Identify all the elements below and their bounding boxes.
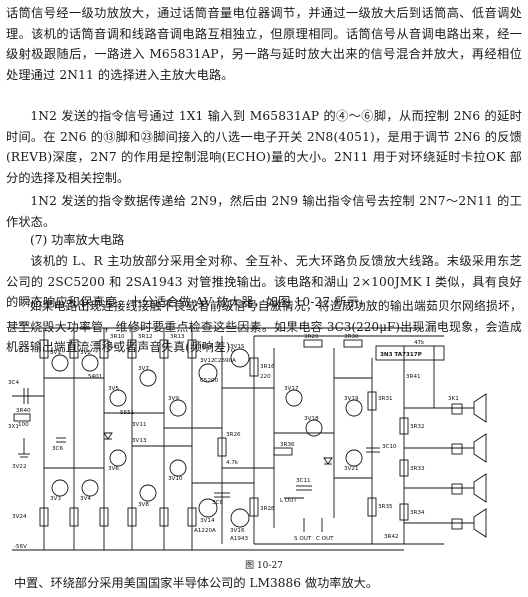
label-3r40: 3R40 <box>16 408 31 414</box>
label-3r30: 3R30 <box>344 334 359 340</box>
label-3r35: 3R35 <box>378 504 393 510</box>
label-3v15: 3V15 <box>230 344 245 350</box>
label-3v3: 3V3 <box>50 496 61 502</box>
label-4k7: 4.7k <box>226 460 239 466</box>
paragraph-1n2-data: 1N2 发送的指令数据传递给 2N9，然后由 2N9 输出指令信号去控制 2N7… <box>6 194 522 229</box>
label-3v16: 3V16 <box>230 528 245 534</box>
label-supply-negative: -56V <box>14 544 27 550</box>
label-relay: 3K1 <box>448 396 459 402</box>
label-3r29: 3R29 <box>304 334 319 340</box>
label-5551: 5551 <box>120 410 135 416</box>
label-3v4: 3V4 <box>80 496 91 502</box>
figure-caption: 图 10-27 <box>245 561 283 571</box>
closing-paragraph: 中置、环绕部分采用美国国家半导体公司的 LM3886 做功率放大。 <box>14 576 379 590</box>
label-3r32: 3R32 <box>410 424 425 430</box>
label-3r13: 3R13 <box>170 334 185 340</box>
paragraph-repair-notes: 如果电路出现连接线接触不良或者前级信号自激情况，将造成功放的输出端茹贝尔网络损坏… <box>6 299 522 355</box>
label-3v7: 3V7 <box>138 366 149 372</box>
label-3r12: 3R12 <box>138 334 153 340</box>
label-220: 220 <box>260 374 271 380</box>
label-c-out: C OUT <box>316 536 334 542</box>
paragraph-1n2-command: 1N2 发送的指令信号通过 1X1 输入到 M65831AP 的④～⑥脚，从而控… <box>6 109 522 185</box>
label-3r33: 3R33 <box>410 466 425 472</box>
label-100: 100 <box>18 422 29 428</box>
label-3r34: 3R34 <box>410 510 425 516</box>
label-s-out: S OUT <box>294 536 312 542</box>
label-3r42: 3R42 <box>384 534 399 540</box>
paragraph-mic-signal: 话筒信号经一级功放放大，通过话筒音量电位器调节，并通过一级放大后到话筒高、低音调… <box>6 6 522 82</box>
label-3v21: 3V21 <box>344 466 359 472</box>
label-3r14: 3R14 <box>198 344 213 350</box>
label-3v24: 3V24 <box>12 514 27 520</box>
label-3r16: 3R16 <box>260 364 275 370</box>
label-3c4: 3C4 <box>8 380 19 386</box>
label-ic: 3N3 TA7317P <box>380 352 422 358</box>
label-47k: 47k <box>414 340 425 346</box>
section-heading: (7) 功率放大电路 <box>30 233 125 247</box>
label-3v17: 3V17 <box>284 386 299 392</box>
label-3r31: 3R31 <box>378 396 393 402</box>
label-3v9: 3V9 <box>168 396 179 402</box>
label-3r26: 3R26 <box>226 432 241 438</box>
label-1k: 1k <box>110 344 118 350</box>
label-3v22: 3V22 <box>12 464 27 470</box>
label-5401: 5401 <box>88 374 103 380</box>
label-supply-positive: +56V <box>14 322 30 328</box>
label-c5200: C5200 <box>200 378 219 384</box>
label-3c8: 3C8 <box>212 500 223 506</box>
label-3v8: 3V8 <box>138 502 149 508</box>
circuit-diagram-figure: +56V -56V 3N3 TA7317P 3R10 3R12 3R13 3R1… <box>4 318 524 556</box>
label-3v2: 3V2 <box>80 350 91 356</box>
label-3v6: 3V6 <box>108 466 119 472</box>
label-3v1: 3V1 <box>50 350 61 356</box>
label-3r36: 3R36 <box>280 442 295 448</box>
label-3v5: 3V5 <box>108 386 119 392</box>
label-3c11: 3C11 <box>296 478 311 484</box>
label-3v12: 3V12 <box>200 358 215 364</box>
label-3v10: 3V10 <box>168 476 183 482</box>
label-3r10: 3R10 <box>110 334 125 340</box>
label-3v13: 3V13 <box>132 438 147 444</box>
label-3r41: 3R41 <box>406 374 421 380</box>
ic-box <box>375 345 445 361</box>
label-3v18: 3V18 <box>304 416 319 422</box>
label-a1943: A1943 <box>230 536 249 542</box>
label-3x1: 3X1 <box>8 424 19 430</box>
label-3c6: 3C6 <box>52 446 63 452</box>
label-3v11: 3V11 <box>132 422 147 428</box>
label-3v14: 3V14 <box>200 518 215 524</box>
label-l-out: L OUT <box>280 498 297 504</box>
label-a1220a: A1220A <box>194 528 216 534</box>
label-c2690a: C2690A <box>214 358 236 364</box>
paragraph-power-amp: 该机的 L、R 主功放部分采用全对称、全互补、无大环路负反馈放大线路。末级采用东… <box>6 254 522 310</box>
circuit-diagram: +56V -56V 3N3 TA7317P 3R10 3R12 3R13 3R1… <box>8 322 487 551</box>
label-3v19: 3V19 <box>344 396 359 402</box>
label-3c10: 3C10 <box>382 444 397 450</box>
label-3r28: 3R28 <box>260 506 275 512</box>
